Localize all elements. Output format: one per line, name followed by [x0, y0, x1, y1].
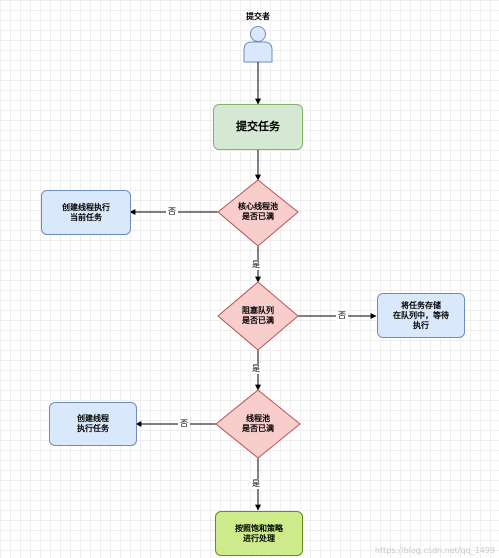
queue-decision-text: 阻塞队列 是否已满	[242, 306, 274, 325]
pool-decision	[215, 389, 301, 459]
store-in-queue-node: 将任务存储 在队列中，等待 执行	[377, 293, 465, 338]
create-core-thread-text: 创建线程执行 当前任务	[62, 202, 110, 222]
edge-label-queue-no: 否	[336, 311, 348, 321]
edge-label-pool-no: 否	[178, 419, 190, 429]
edge-label-core-yes: 是	[250, 260, 262, 270]
watermark: https://blog.csdn.net/qq_1499	[374, 546, 495, 555]
core-pool-decision-text: 核心线程池 是否已满	[238, 202, 278, 221]
submit-task-text: 提交任务	[236, 120, 280, 133]
queue-decision	[217, 281, 299, 351]
create-thread-node: 创建线程 执行任务	[49, 402, 137, 446]
pool-decision-text: 线程池 是否已满	[242, 414, 274, 433]
edge-label-core-no: 否	[166, 207, 178, 217]
submitter-label: 提交者	[246, 12, 270, 21]
create-core-thread-node: 创建线程执行 当前任务	[41, 190, 131, 235]
core-pool-decision	[217, 179, 299, 247]
submit-task-node: 提交任务	[213, 104, 303, 150]
user-icon	[243, 26, 273, 63]
create-thread-text: 创建线程 执行任务	[77, 414, 109, 433]
saturation-policy-text: 按照饱和策略 进行处理	[235, 523, 283, 543]
edge-label-pool-yes: 是	[250, 479, 262, 489]
store-in-queue-text: 将任务存储 在队列中，等待 执行	[393, 300, 449, 330]
edge-label-queue-yes: 是	[250, 364, 262, 374]
saturation-policy-node: 按照饱和策略 进行处理	[215, 511, 303, 556]
